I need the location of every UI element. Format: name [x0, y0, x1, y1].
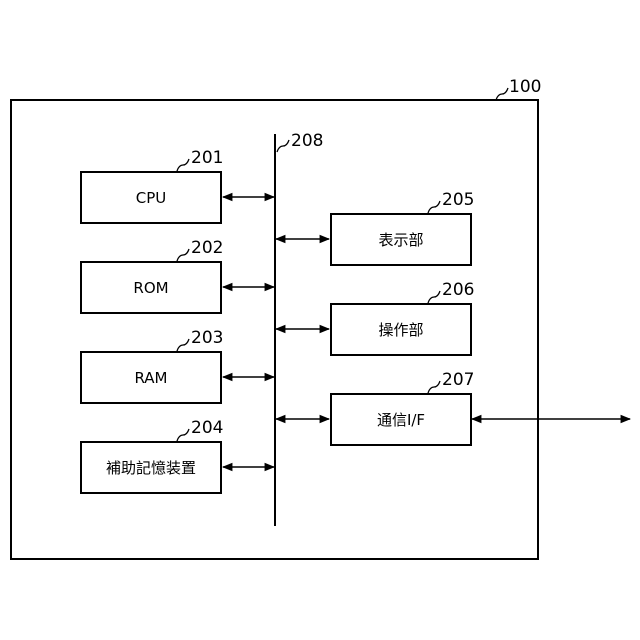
comm-if-block-label: 通信I/F: [377, 409, 425, 430]
rom-block: ROM: [80, 261, 222, 314]
leader-208: [277, 140, 289, 152]
ram-block: RAM: [80, 351, 222, 404]
ram-block-label: RAM: [134, 369, 167, 387]
display-unit-block-label: 表示部: [378, 229, 423, 250]
display-unit-ref-label: 205: [442, 192, 474, 209]
aux-storage-ref-label: 204: [191, 420, 223, 437]
cpu-ref-label: 201: [191, 150, 223, 167]
operation-unit-ref-label: 206: [442, 282, 474, 299]
rom-ref-label: 202: [191, 240, 223, 257]
comm-if-ref-label: 207: [442, 372, 474, 389]
leader-204: [177, 429, 189, 441]
bus-ref-label: 208: [291, 133, 323, 150]
display-unit-block: 表示部: [330, 213, 472, 266]
leader-202: [177, 249, 189, 261]
leader-206: [428, 291, 440, 303]
operation-unit-block-label: 操作部: [378, 319, 423, 340]
comm-if-block: 通信I/F: [330, 393, 472, 446]
cpu-block: CPU: [80, 171, 222, 224]
rom-block-label: ROM: [133, 279, 168, 297]
device-ref-label: 100: [509, 79, 541, 96]
leader-207: [428, 381, 440, 393]
leader-205: [428, 201, 440, 213]
leader-100: [496, 88, 508, 100]
operation-unit-block: 操作部: [330, 303, 472, 356]
leader-203: [177, 339, 189, 351]
cpu-block-label: CPU: [136, 189, 167, 207]
aux-storage-block-label: 補助記憶装置: [106, 457, 196, 478]
leader-201: [177, 159, 189, 171]
ram-ref-label: 203: [191, 330, 223, 347]
aux-storage-block: 補助記憶装置: [80, 441, 222, 494]
